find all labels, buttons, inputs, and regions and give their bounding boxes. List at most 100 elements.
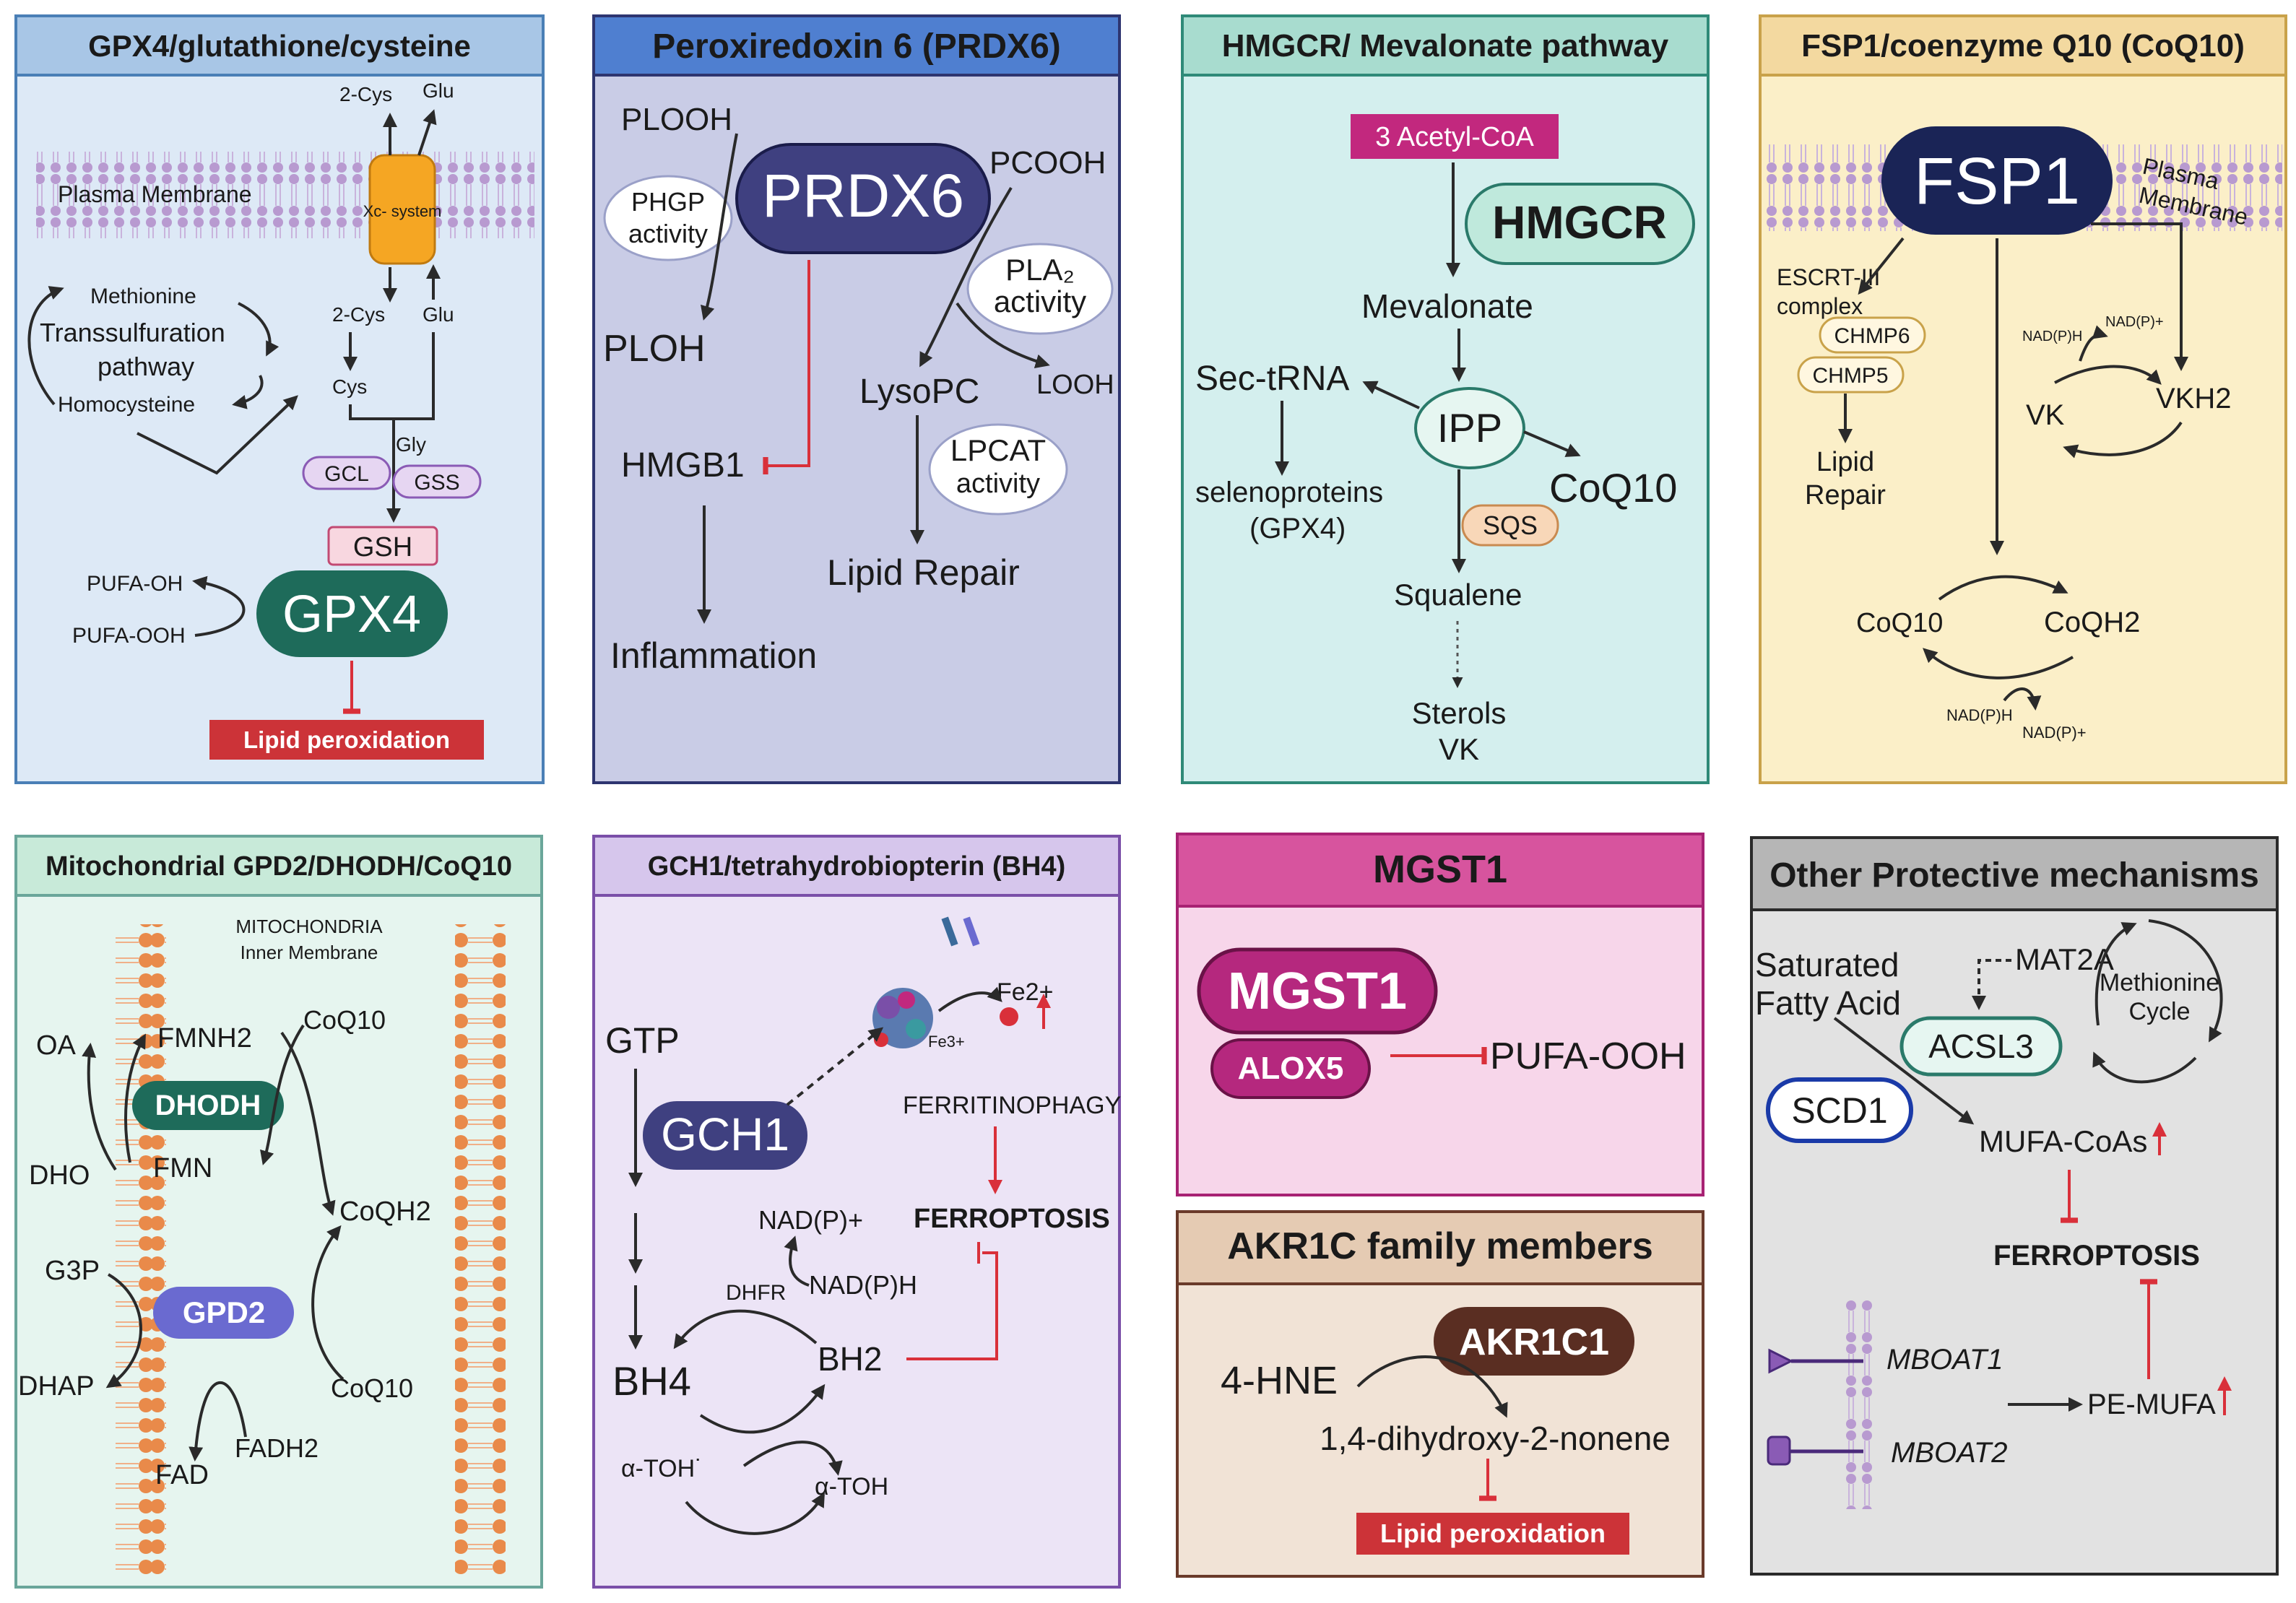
pufa-ooh-label: PUFA-OOH bbox=[1490, 1035, 1686, 1077]
akr-lipid-peroxidation-box bbox=[1356, 1513, 1629, 1555]
fe3-label: Fe3+ bbox=[928, 1033, 965, 1051]
gcl-enzyme bbox=[302, 456, 391, 490]
mevalonate: Mevalonate bbox=[1361, 287, 1533, 325]
hmgcr-node bbox=[1465, 183, 1695, 265]
gsh-label: GSH bbox=[353, 532, 412, 562]
ferritin-icon bbox=[872, 916, 980, 1048]
panel-fsp1-title: FSP1/coenzyme Q10 (CoQ10) bbox=[1801, 28, 2245, 64]
homocysteine: Homocysteine bbox=[58, 393, 195, 417]
lipid-repair: Lipid Repair bbox=[827, 552, 1020, 593]
g3p-label: G3P bbox=[45, 1256, 100, 1286]
gpx4-node bbox=[256, 570, 448, 657]
vkh2-label: VKH2 bbox=[2156, 383, 2232, 414]
coqh2-label: CoQH2 bbox=[2044, 607, 2140, 638]
ipp-node bbox=[1414, 387, 1525, 469]
coqh2-label: CoQH2 bbox=[339, 1196, 431, 1227]
phgp-activity: activity bbox=[628, 219, 708, 248]
inner-membrane-label: Inner Membrane bbox=[241, 942, 378, 963]
mat2a-label: MAT2A bbox=[2015, 942, 2114, 976]
hmgb1: HMGB1 bbox=[621, 446, 745, 485]
chmp5-box bbox=[1797, 356, 1905, 394]
dhap-label: DHAP bbox=[18, 1371, 95, 1402]
ferritinophagy-label: FERRITINOPHAGY bbox=[903, 1092, 1121, 1119]
sqs-label: SQS bbox=[1483, 511, 1538, 540]
pla2-activity: activity bbox=[994, 284, 1086, 318]
fmn-label: FMN bbox=[153, 1153, 212, 1183]
gsh-box bbox=[327, 526, 438, 566]
lysopc: LysoPC bbox=[859, 373, 979, 411]
dhfr-label: DHFR bbox=[726, 1281, 786, 1305]
gpx4-label: GPX4 bbox=[282, 586, 421, 643]
pla2-label: PLA₂ bbox=[1005, 253, 1075, 287]
panel-gpx4-title: GPX4/glutathione/cysteine bbox=[88, 29, 471, 63]
inflammation: Inflammation bbox=[610, 635, 817, 676]
mboat2-icon bbox=[1767, 1435, 1863, 1466]
panel-other: Other Protective mechanisms Saturated Fa… bbox=[1750, 836, 2279, 1576]
panel-mgst1-title: MGST1 bbox=[1373, 848, 1507, 891]
chmp5-label: CHMP5 bbox=[1812, 364, 1888, 388]
cycle-label: Cycle bbox=[2128, 998, 2190, 1025]
fmnh2-label: FMNH2 bbox=[157, 1023, 252, 1054]
panel-gpx4: GPX4/glutathione/cysteine Plasma Membran… bbox=[14, 14, 545, 784]
panel-hmgcr: HMGCR/ Mevalonate pathway 3 Acetyl-CoA H… bbox=[1181, 14, 1710, 784]
chmp6-box bbox=[1819, 316, 1926, 354]
panel-gch1: GCH1/tetrahydrobiopterin (BH4) Fe2+ Fe3+… bbox=[592, 835, 1121, 1589]
acetyl-coa-label: 3 Acetyl-CoA bbox=[1375, 122, 1534, 152]
akr1c1-label: AKR1C1 bbox=[1459, 1321, 1609, 1363]
gpx4-paren: (GPX4) bbox=[1249, 513, 1346, 544]
akr-lipid-peroxidation-label: Lipid peroxidation bbox=[1380, 1519, 1606, 1548]
two-cys: 2-Cys bbox=[332, 303, 385, 326]
methionine: Methionine bbox=[90, 284, 196, 308]
mboat1-icon bbox=[1768, 1348, 1863, 1374]
alox5-node bbox=[1210, 1038, 1371, 1099]
mgst1-label: MGST1 bbox=[1228, 963, 1407, 1020]
coq10-top-label: CoQ10 bbox=[303, 1005, 386, 1035]
atoh-radical-label: α-TOH˙ bbox=[621, 1455, 703, 1482]
bh2-label: BH2 bbox=[818, 1340, 882, 1378]
panel-fsp1: FSP1/coenzyme Q10 (CoQ10) FSP1 Plasma Me… bbox=[1759, 14, 2287, 784]
mufa-coas-label: MUFA-CoAs bbox=[1979, 1124, 2147, 1158]
lpcat-activity: activity bbox=[956, 469, 1040, 499]
plasma-membrane bbox=[36, 152, 534, 238]
lipid-peroxidation-label: Lipid peroxidation bbox=[243, 726, 450, 753]
fadh2-label: FADH2 bbox=[235, 1433, 319, 1463]
coq10-bottom-label: CoQ10 bbox=[331, 1373, 413, 1403]
akr1c1-node bbox=[1434, 1307, 1634, 1376]
panel-mgst1: MGST1 MGST1 ALOX5 PUFA-OOH bbox=[1176, 833, 1704, 1196]
acsl3-node bbox=[1899, 1016, 2063, 1077]
selenoproteins: selenoproteins bbox=[1195, 477, 1383, 508]
gly: Gly bbox=[396, 433, 426, 456]
panel-prdx6-title: Peroxiredoxin 6 (PRDX6) bbox=[652, 27, 1061, 66]
pufa-oh: PUFA-OH bbox=[87, 572, 183, 596]
sterols: Sterols bbox=[1412, 696, 1507, 730]
chmp6-label: CHMP6 bbox=[1834, 324, 1910, 348]
acetyl-coa-box bbox=[1351, 114, 1559, 159]
glu-top: Glu bbox=[423, 79, 454, 102]
gtp-label: GTP bbox=[605, 1020, 680, 1061]
methionine-cycle-label: Methionine bbox=[2100, 969, 2219, 996]
nadph-label-1: NAD(P)H bbox=[2022, 329, 2082, 344]
fe-dot bbox=[1000, 1007, 1018, 1026]
repair-label: Repair bbox=[1805, 480, 1886, 511]
gcl-label: GCL bbox=[324, 462, 369, 486]
fad-label: FAD bbox=[155, 1460, 209, 1490]
nadp-label-1: NAD(P)+ bbox=[2105, 314, 2164, 330]
looh: LOOH bbox=[1036, 370, 1114, 400]
mboat1-label: MBOAT1 bbox=[1886, 1344, 2003, 1376]
gpd2-node bbox=[153, 1287, 294, 1339]
vk: VK bbox=[1439, 732, 1479, 766]
fsp1-label: FSP1 bbox=[1914, 144, 2080, 218]
nadph-label: NAD(P)H bbox=[809, 1270, 917, 1300]
plasma-membrane-label: Plasma Membrane bbox=[58, 181, 252, 207]
membrane-bilayer bbox=[1845, 1300, 1874, 1509]
gpd2-label: GPD2 bbox=[183, 1295, 265, 1329]
sec-trna: Sec-tRNA bbox=[1195, 360, 1349, 398]
bh4-label: BH4 bbox=[612, 1358, 691, 1404]
ploh: PLOH bbox=[603, 328, 706, 370]
panel-prdx6: Peroxiredoxin 6 (PRDX6) PLOOH PRDX6 PCOO… bbox=[592, 14, 1121, 784]
pla2-activity-bubble bbox=[966, 243, 1114, 335]
scd1-label: SCD1 bbox=[1791, 1090, 1887, 1131]
mito-membrane-left bbox=[116, 924, 166, 1574]
saturated-label: Saturated bbox=[1755, 946, 1899, 983]
hmgcr-label: HMGCR bbox=[1492, 196, 1667, 248]
